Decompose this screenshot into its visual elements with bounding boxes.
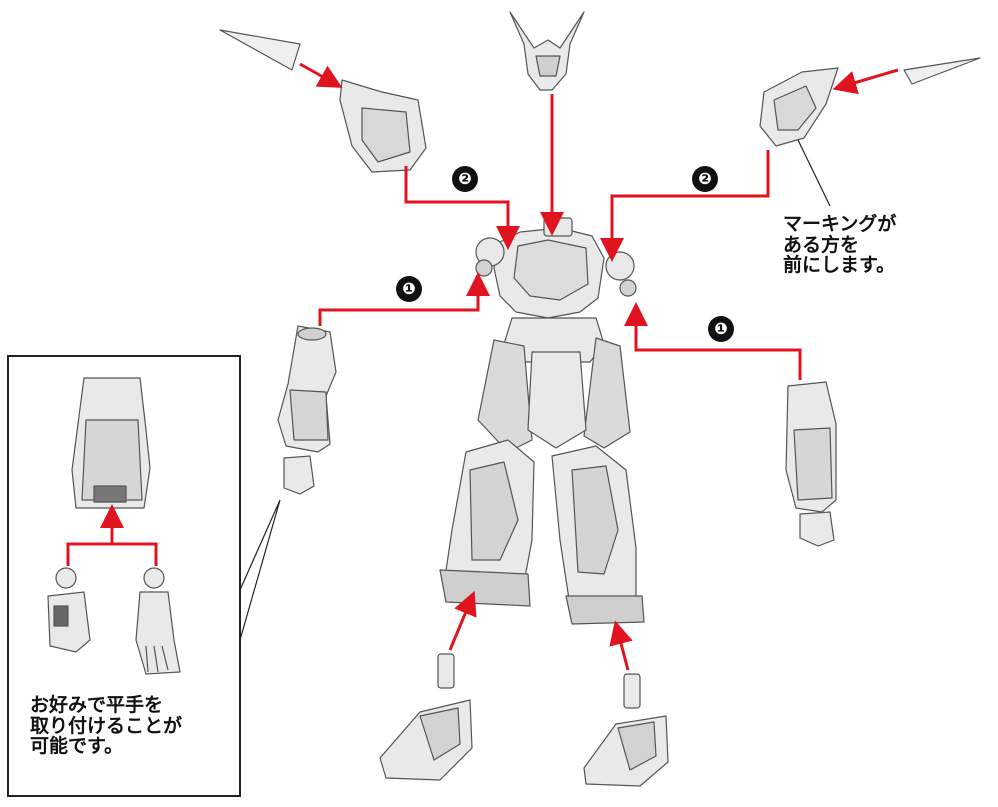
inset-hand-options xyxy=(7,355,281,797)
assembly-arrows xyxy=(299,62,899,671)
arrow-arm-left xyxy=(318,272,490,326)
marking-note-line: ある方を xyxy=(783,233,860,256)
arrow-shoulder-right xyxy=(600,150,770,262)
marking-note-line: マーキングが xyxy=(783,213,897,235)
marking-note: マーキングが ある方を 前にします。 xyxy=(783,214,896,276)
hand-note-line: お好みで平手を xyxy=(30,694,164,716)
arrow-fin-right xyxy=(832,68,899,95)
arm-part-icon xyxy=(785,381,837,513)
robot-body-icon xyxy=(439,217,645,625)
step-badge: ❷ xyxy=(452,166,478,192)
foot-part-icon xyxy=(583,673,669,787)
shoulder-armor-icon xyxy=(759,67,839,147)
arrow-shoulder-left xyxy=(404,166,520,250)
shoulder-armor-icon xyxy=(339,79,427,173)
step-badge: ❶ xyxy=(396,276,422,302)
fist-hand-icon xyxy=(799,511,835,547)
marking-note-line: 前にします。 xyxy=(783,254,896,277)
arrow-foot-left xyxy=(448,590,477,651)
arrow-fin-left xyxy=(299,62,343,88)
step-badge: ❷ xyxy=(692,166,718,192)
open-hand-icon xyxy=(135,567,181,675)
shoulder-fin-icon xyxy=(903,57,981,85)
arrow-arm-right xyxy=(624,302,802,380)
shoulder-fin-icon xyxy=(219,29,301,71)
hand-note-line: 取り付けることが xyxy=(30,714,183,737)
head-antenna-icon xyxy=(509,11,585,91)
hand-option-note: お好みで平手を 取り付けることが 可能です。 xyxy=(30,695,182,757)
arm-part-icon xyxy=(277,325,337,453)
foot-part-icon xyxy=(379,653,473,781)
arrow-foot-right xyxy=(609,620,633,671)
fist-hand-icon xyxy=(47,567,91,653)
fist-hand-icon xyxy=(283,455,315,495)
step-badge: ❶ xyxy=(708,316,734,342)
forearm-icon xyxy=(71,377,151,509)
marking-pointer-line xyxy=(797,139,831,207)
hand-note-line: 可能です。 xyxy=(30,735,124,758)
